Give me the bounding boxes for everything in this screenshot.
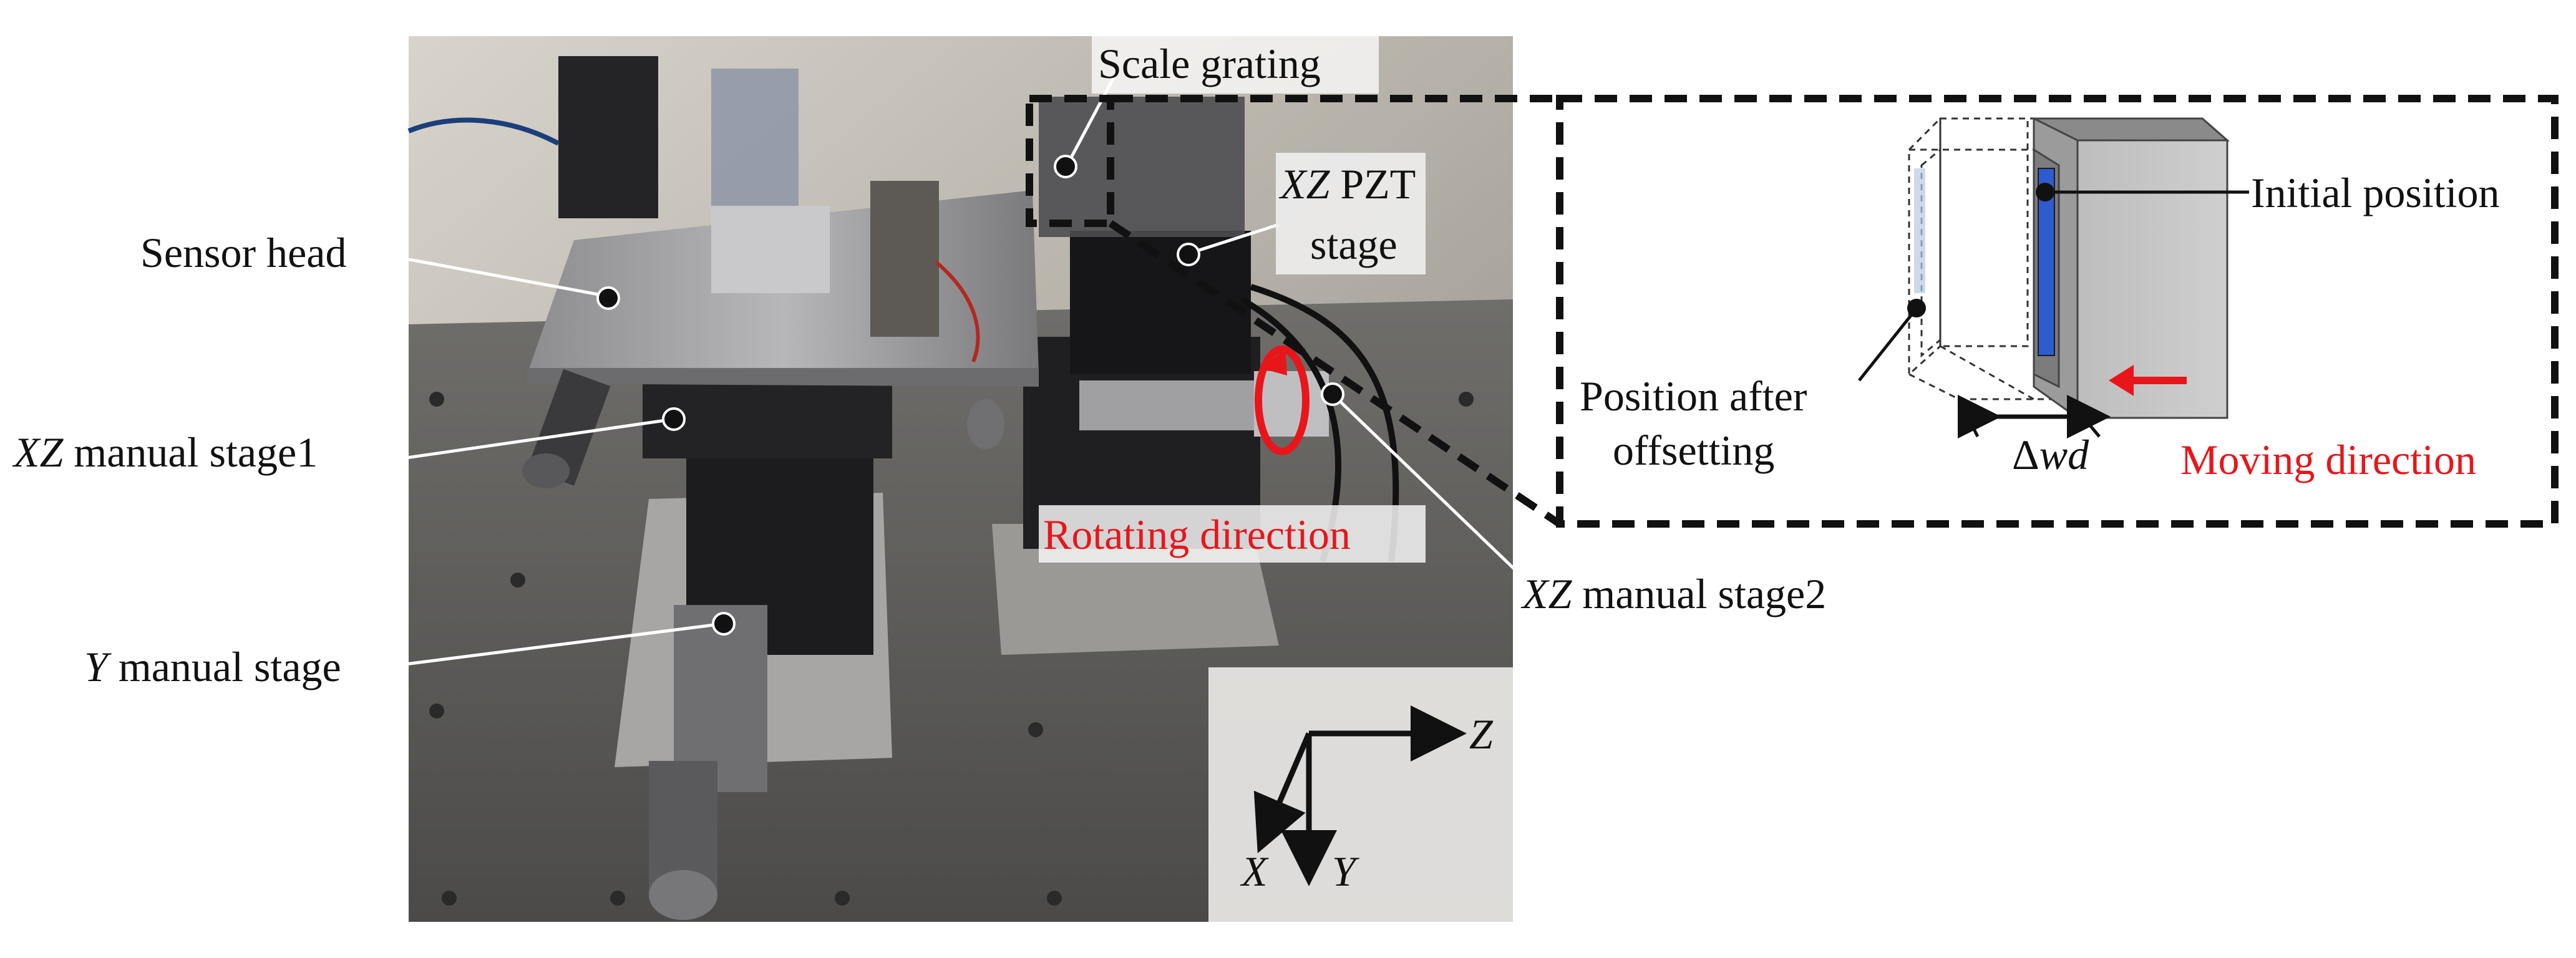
pzt-label-bg [1276,153,1426,274]
label-position-after-1: Position after [1580,372,1807,420]
axis-label-y: Y [1332,848,1359,895]
optic-mount-3 [870,181,939,337]
label-sensor-head: Sensor head [140,229,346,276]
pzt-prefix: XZ [1278,160,1331,208]
cable-red [935,260,980,363]
leader-lines [380,70,1517,669]
label-rotating-direction: Rotating direction [1043,511,1351,558]
grating-label-bg [1092,34,1379,94]
label-initial-position: Initial position [2251,169,2500,216]
pzt-stage-dot [1177,243,1200,266]
grating-zoom-source [1026,95,1114,227]
table-holes [429,392,1474,906]
label-delta-wd: Δwd [2012,431,2089,478]
label-xz-manual-stage2: XZ manual stage2 [1520,570,1826,617]
pzt-suffix: PZT [1329,160,1416,208]
inset-illustration [1858,116,2249,438]
initial-position-dot [2036,183,2054,201]
xz-stage1-dot [662,407,686,431]
sensor-head-plate-edge [527,368,1039,387]
xz-stage2-dot [1321,382,1344,406]
label-pzt-line2: stage [1310,221,1397,268]
y-micrometer [649,605,767,920]
label-moving-direction: Moving direction [2180,436,2476,483]
label-scale-grating: Scale grating [1098,40,1321,87]
y-stage-dot [712,612,736,636]
axis-label-x: X [1240,848,1269,895]
scale-grating-dot [1054,155,1077,178]
y-stage-suffix: manual stage [108,643,341,690]
pzt-stage-body [1070,231,1251,374]
optic-mount-2 [711,69,799,206]
cable-left [407,117,560,146]
xz-stage2-suffix: manual stage2 [1572,570,1826,617]
xz-stage1-prefix: XZ [12,428,64,476]
sensor-head-dot [596,286,620,310]
rotating-label-bg [1039,505,1426,563]
label-y-manual-stage: Y manual stage [84,643,341,690]
offset-position-dot [1907,299,1926,317]
coordinate-axes: Z X Y [1240,705,1494,895]
inset-frame [1556,95,2559,528]
y-stage-prefix: Y [84,643,112,690]
zoom-callout [1026,95,2559,528]
label-xz-manual-stage1: XZ manual stage1 [12,428,318,476]
rotation-arrow [1255,346,1310,455]
xz-stage1-suffix: manual stage1 [63,428,318,476]
optic-mount-4 [711,206,830,293]
cable-right-1 [1250,284,1399,562]
xz1-micrometer [522,369,611,488]
delta-symbol: Δ [2012,431,2039,478]
xz-stage2-prefix: XZ [1520,570,1573,617]
axis-label-z: Z [1469,710,1494,758]
xz2-micrometer [967,371,1329,449]
delta-var: wd [2039,431,2089,478]
label-position-after-2: offsetting [1613,427,1774,474]
label-pzt-line1: XZ PZT [1278,160,1416,208]
optic-mount-1 [558,56,658,218]
